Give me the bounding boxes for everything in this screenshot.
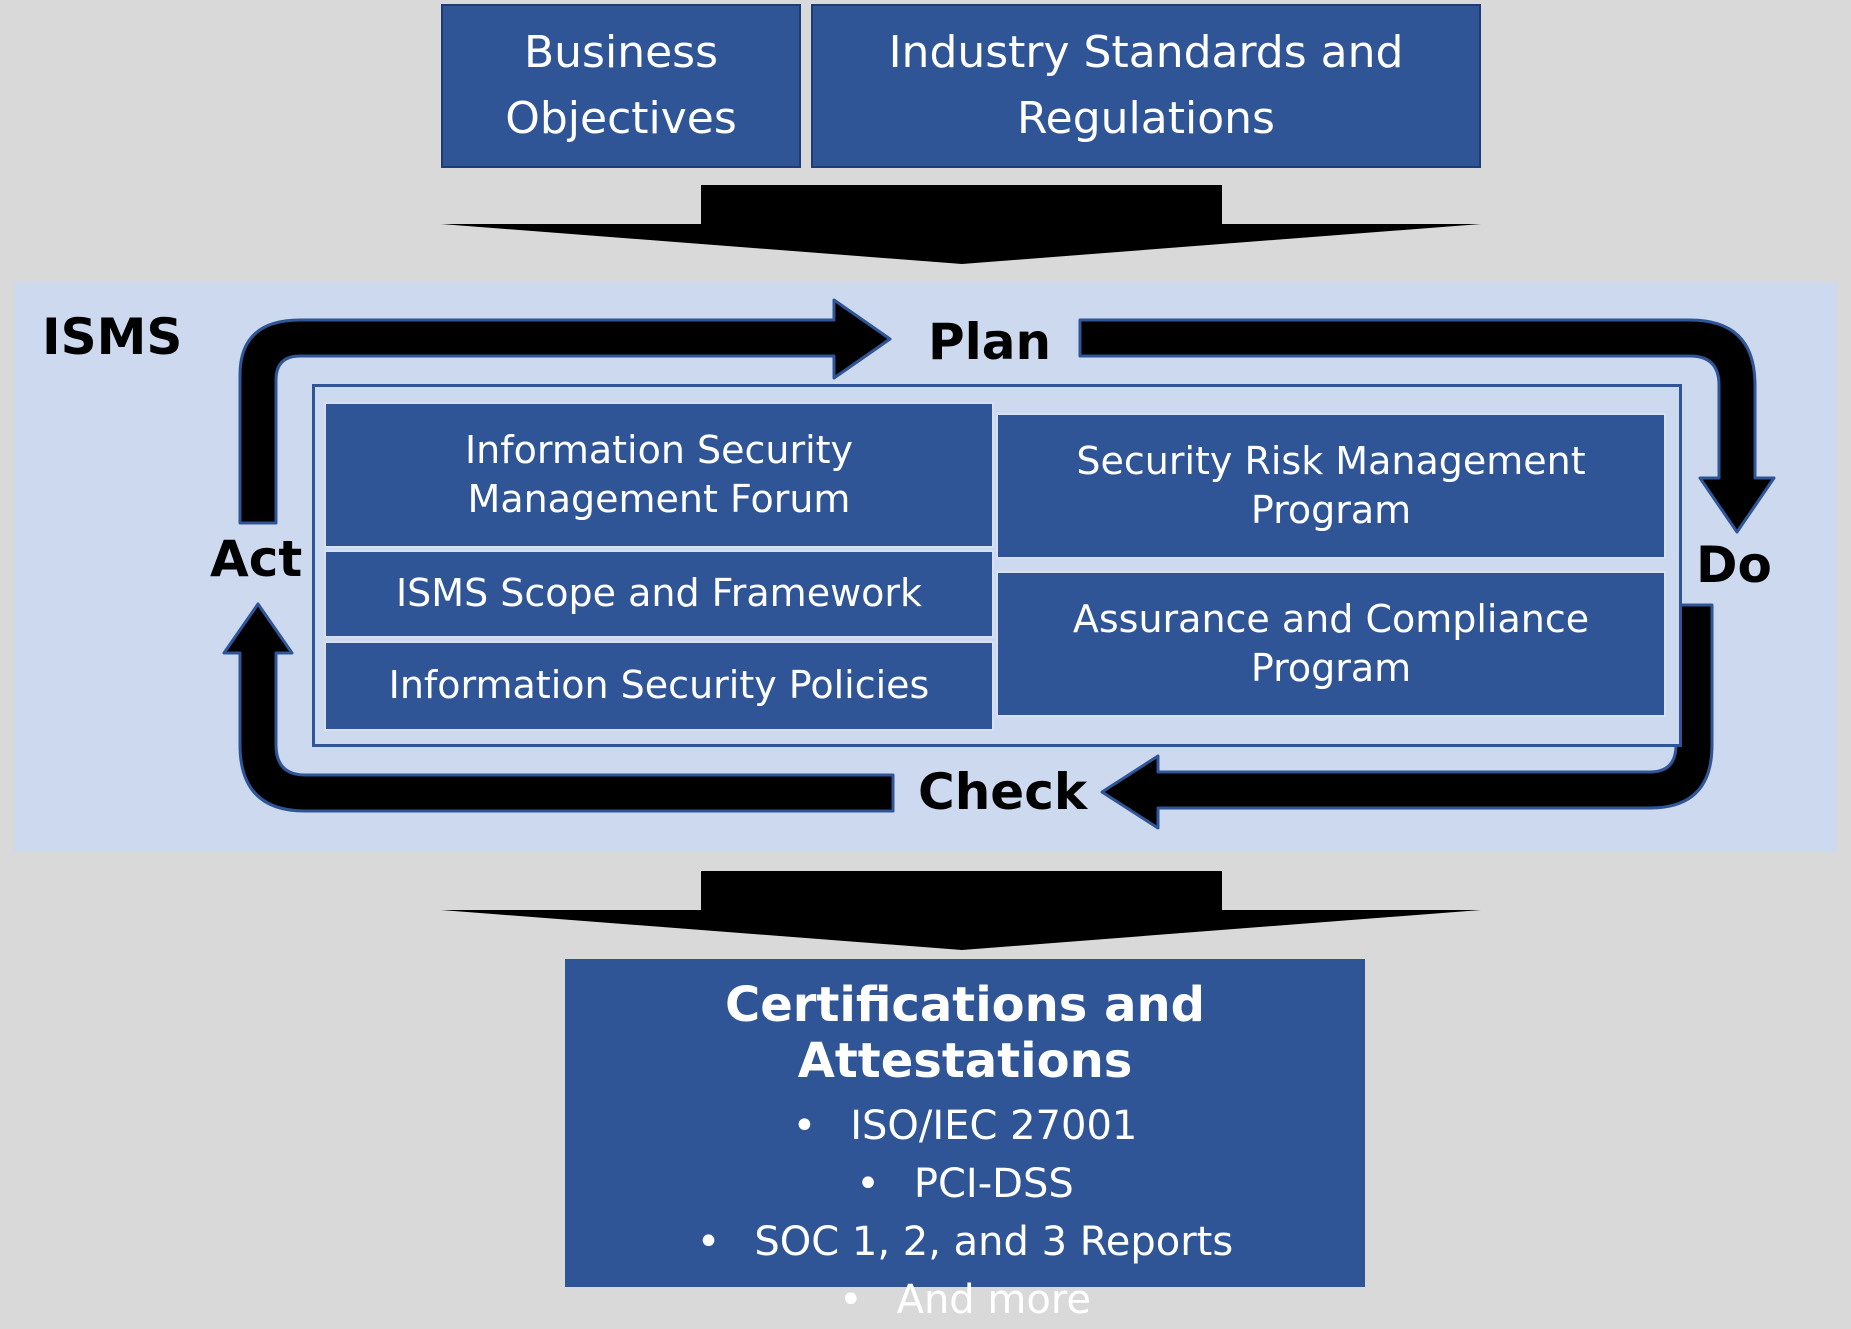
- bullet-icon: •: [838, 1277, 863, 1323]
- assurance-program-label: Assurance and Compliance Program: [1072, 596, 1590, 690]
- do-label: Do: [1696, 536, 1772, 594]
- policies-label: Information Security Policies: [388, 663, 930, 708]
- risk-program-label: Security Risk Management Program: [1076, 438, 1586, 532]
- industry-standards-label: Industry Standards and Regulations: [888, 27, 1404, 144]
- check-label: Check: [918, 763, 1088, 821]
- list-item: •ISO/IEC 27001: [565, 1097, 1365, 1155]
- scope-label: ISMS Scope and Framework: [395, 571, 923, 616]
- certifications-box: Certifications and Attestations •ISO/IEC…: [565, 959, 1365, 1323]
- business-objectives-box: Business Objectives: [441, 4, 801, 168]
- list-item: •And more: [565, 1271, 1365, 1329]
- act-label: Act: [210, 530, 303, 588]
- bullet-icon: •: [792, 1103, 817, 1149]
- assurance-program-box: Assurance and Compliance Program: [996, 571, 1666, 717]
- bullet-icon: •: [856, 1161, 880, 1207]
- forum-label: Information Security Management Forum: [464, 427, 854, 521]
- business-objectives-label: Business Objectives: [505, 27, 737, 144]
- certifications-list: •ISO/IEC 27001 •PCI-DSS •SOC 1, 2, and 3…: [565, 1097, 1365, 1329]
- industry-standards-box: Industry Standards and Regulations: [811, 4, 1481, 168]
- forum-box: Information Security Management Forum: [324, 402, 994, 548]
- plan-label: Plan: [928, 313, 1052, 371]
- bullet-icon: •: [696, 1219, 721, 1265]
- list-item: •PCI-DSS: [565, 1155, 1365, 1213]
- certifications-title: Certifications and Attestations: [724, 977, 1206, 1089]
- isms-label: ISMS: [42, 308, 183, 366]
- policies-box: Information Security Policies: [324, 641, 994, 731]
- list-item: •SOC 1, 2, and 3 Reports: [565, 1213, 1365, 1271]
- scope-box: ISMS Scope and Framework: [324, 550, 994, 638]
- risk-program-box: Security Risk Management Program: [996, 413, 1666, 559]
